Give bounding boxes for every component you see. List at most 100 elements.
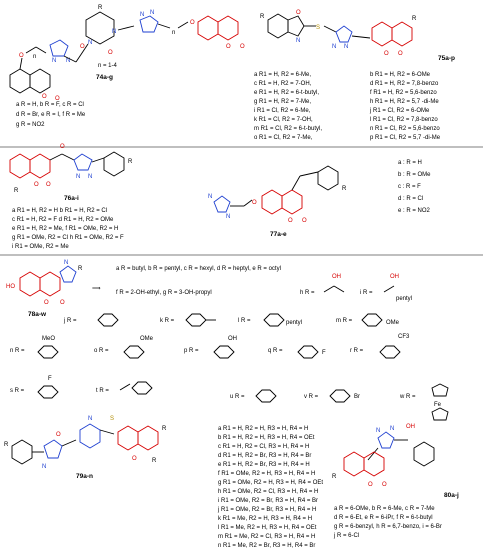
label-78-i-pentyl: pentyl (396, 296, 412, 302)
label-78-o-tail: OMe (140, 336, 154, 342)
label-78-o: o R = (94, 348, 109, 354)
svg-text:OH: OH (332, 274, 341, 280)
label-78-s-tail: F (48, 376, 52, 382)
label-74-sub-3: g R = NO2 (16, 122, 45, 128)
label-75-m: m R1 = Cl, R2 = 6-t-butyl, (254, 126, 322, 132)
svg-text:R: R (128, 159, 133, 165)
svg-text:R: R (342, 186, 347, 192)
label-74-n-range: n = 1-4 (98, 63, 118, 69)
svg-text:O: O (368, 482, 373, 488)
svg-text:N: N (66, 58, 70, 64)
label-78-r-tail: CF3 (398, 334, 410, 340)
label-78-w: w R = (399, 394, 416, 400)
label-78-q: q R = (268, 348, 283, 354)
svg-text:R: R (162, 426, 167, 432)
label-76-id: 76a-i (64, 195, 79, 202)
label-79-g: g R1 = OMe, R2 = H, R3 = H, R4 = OEt (218, 480, 323, 486)
svg-text:O: O (56, 432, 61, 438)
label-78-w-tail: Fe (434, 402, 442, 408)
svg-text:O: O (240, 44, 245, 50)
label-75-g: g R1 = H, R2 = 7-Me, (254, 99, 311, 105)
svg-text:N: N (88, 416, 92, 422)
svg-text:R: R (4, 442, 9, 448)
svg-text:n: n (172, 30, 175, 36)
label-79-d: d R1 = H, R2 = Br, R3 = H, R4 = Br (218, 453, 311, 459)
label-79-b: b R1 = H, R2 = H, R3 = H, R4 = OEt (218, 435, 315, 441)
label-77-a: a : R = H (398, 160, 422, 166)
svg-text:N: N (390, 426, 394, 432)
label-79-k: k R1 = Me, R2 = H, R3 = H, R4 = H (218, 516, 312, 522)
svg-text:O: O (296, 10, 301, 16)
svg-text:N: N (112, 29, 116, 35)
svg-text:O: O (382, 482, 387, 488)
label-77-d: d : R = Cl (398, 196, 423, 202)
label-80-sub-4: j R = 6-Cl (333, 533, 359, 539)
label-75-i: i R1 = Cl, R2 = 6-Me, (254, 108, 311, 114)
label-78-p-tail: OH (228, 336, 237, 342)
label-76-sub-4: g R1 = OMe, R2 = Cl h R1 = OMe, R2 = F (12, 235, 124, 241)
label-75-id: 75a-p (438, 55, 455, 62)
label-78-k: k R = (160, 318, 175, 324)
label-76-sub-3: e R1 = H, R2 = Me, f R1 = OMe, R2 = H (12, 226, 118, 232)
svg-text:R: R (78, 266, 83, 272)
svg-text:O: O (42, 94, 47, 100)
svg-text:S: S (110, 416, 114, 422)
label-78-u: u R = (230, 394, 245, 400)
svg-text:O: O (190, 20, 195, 26)
svg-text:O: O (19, 53, 24, 59)
svg-text:O: O (46, 182, 51, 188)
svg-text:O: O (34, 182, 39, 188)
label-78-m: m R = (336, 318, 353, 324)
structure-76: O O R O N N R 76a-i a R1 = H, R2 = H b R… (9, 144, 133, 250)
label-75-c: c R1 = H, R2 = 7-OH, (254, 81, 312, 87)
label-76-sub-2: c R1 = H, R2 = F d R1 = H, R2 = OMe (12, 217, 114, 223)
svg-text:N: N (296, 38, 300, 44)
label-78-s: s R = (10, 388, 25, 394)
svg-text:R: R (152, 458, 157, 464)
label-75-col1: a R1 = H, R2 = 6-Me, c R1 = H, R2 = 7-OH… (254, 72, 322, 141)
svg-text:O: O (60, 300, 65, 306)
svg-text:O: O (302, 218, 307, 224)
svg-text:O: O (132, 456, 137, 462)
label-75-j: j R1 = Cl, R2 = 6-OMe (369, 108, 430, 114)
label-76-sub-5: i R1 = OMe, R2 = Me (12, 244, 69, 250)
label-75-k: k R1 = Cl, R2 = 7-OH, (254, 117, 313, 123)
label-75-b: b R1 = H, R2 = 6-OMe (370, 72, 431, 78)
svg-text:HO: HO (6, 284, 15, 290)
label-75-n: n R1 = Cl, R2 = 5,6-benzo (370, 126, 440, 132)
label-78-l: l R = (238, 318, 251, 324)
label-78-r: r R = (350, 348, 364, 354)
label-79-e: e R1 = H, R2 = Br, R3 = H, R4 = H (218, 462, 310, 468)
structure-74: O O O n N N R O O N N N N n O O O n = 1-… (9, 5, 245, 128)
svg-text:OH: OH (390, 274, 399, 280)
structure-77: N N O O O R 77a-e a : R = H b : R = OMe … (208, 160, 431, 238)
svg-text:N: N (88, 40, 92, 46)
label-78-q-tail: F (322, 350, 326, 356)
row-nopqr: n R = MeO o R = OMe p R = OH q R = F r R… (10, 334, 410, 359)
svg-text:n: n (33, 54, 36, 60)
svg-text:⟹: ⟹ (92, 286, 101, 292)
svg-text:O: O (80, 44, 85, 50)
label-78-j: j R = (63, 318, 77, 324)
label-78-t: t R = (96, 388, 109, 394)
label-75-col2: b R1 = H, R2 = 6-OMe d R1 = H, R2 = 7,8-… (369, 72, 441, 141)
svg-text:R: R (260, 14, 265, 20)
label-78-line2: f R = 2-OH-ethyl, g R = 3-OH-propyl (116, 290, 212, 296)
label-79-list: a R1 = H, R2 = H, R3 = H, R4 = H b R1 = … (217, 426, 323, 549)
label-74-sub-2: d R = Br, e R = I, f R = Me (16, 112, 86, 118)
label-78-n-tail: MeO (42, 336, 55, 342)
label-75-d: d R1 = H, R2 = 7,8-benzo (370, 81, 439, 87)
svg-text:R: R (14, 188, 19, 194)
label-75-p: p R1 = Cl, R2 = 5,7 -di-Me (370, 135, 441, 141)
label-77-id: 77a-e (270, 231, 287, 238)
label-77-b: b : R = OMe (398, 172, 431, 178)
svg-text:N: N (376, 428, 380, 434)
label-75-e: e R1 = H, R2 = 6-t-butyl, (254, 90, 319, 96)
label-78-h: h R = (300, 290, 315, 296)
svg-text:N: N (226, 214, 230, 220)
row-stuvw: s R = F t R = u R = v R = Br w R = Fe (10, 376, 449, 421)
svg-text:N: N (76, 174, 80, 180)
svg-text:O: O (60, 144, 65, 150)
label-75-h: h R1 = H, R2 = 5,7 -di-Me (370, 99, 439, 105)
svg-text:R: R (412, 16, 417, 22)
